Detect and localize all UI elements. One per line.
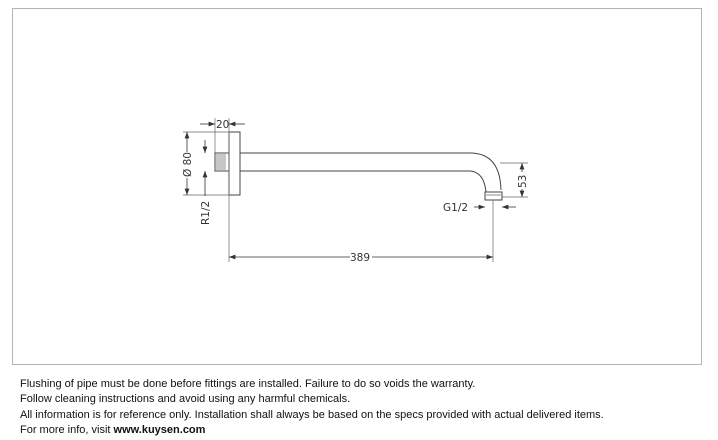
note-cleaning: Follow cleaning instructions and avoid u… bbox=[20, 393, 351, 406]
dim-length: 389 bbox=[350, 252, 370, 264]
arm-pipe bbox=[240, 152, 502, 193]
notes: Flushing of pipe must be done before fit… bbox=[20, 377, 604, 438]
dim-flange-depth: 20 bbox=[216, 119, 229, 131]
dim-inlet-thread: R1/2 bbox=[200, 201, 212, 225]
outlet-nozzle bbox=[484, 191, 503, 201]
drawing-frame bbox=[12, 8, 702, 365]
note-more-info: For more info, visit www.kuysen.com bbox=[20, 423, 604, 438]
website-link[interactable]: www.kuysen.com bbox=[113, 423, 206, 436]
wall-flange bbox=[228, 131, 241, 196]
more-info-text: For more info, visit bbox=[20, 423, 111, 436]
dim-outlet-thread: G1/2 bbox=[443, 202, 468, 214]
dim-drop: 53 bbox=[517, 175, 529, 188]
note-reference: All information is for reference only. I… bbox=[20, 408, 604, 421]
note-flushing: Flushing of pipe must be done before fit… bbox=[20, 378, 476, 390]
thread-lines bbox=[216, 154, 226, 170]
dim-flange-diameter: Ø 80 bbox=[182, 152, 194, 177]
shower-arm-drawing: 20 Ø 80 R1/2 389 G1/2 53 bbox=[182, 118, 529, 264]
